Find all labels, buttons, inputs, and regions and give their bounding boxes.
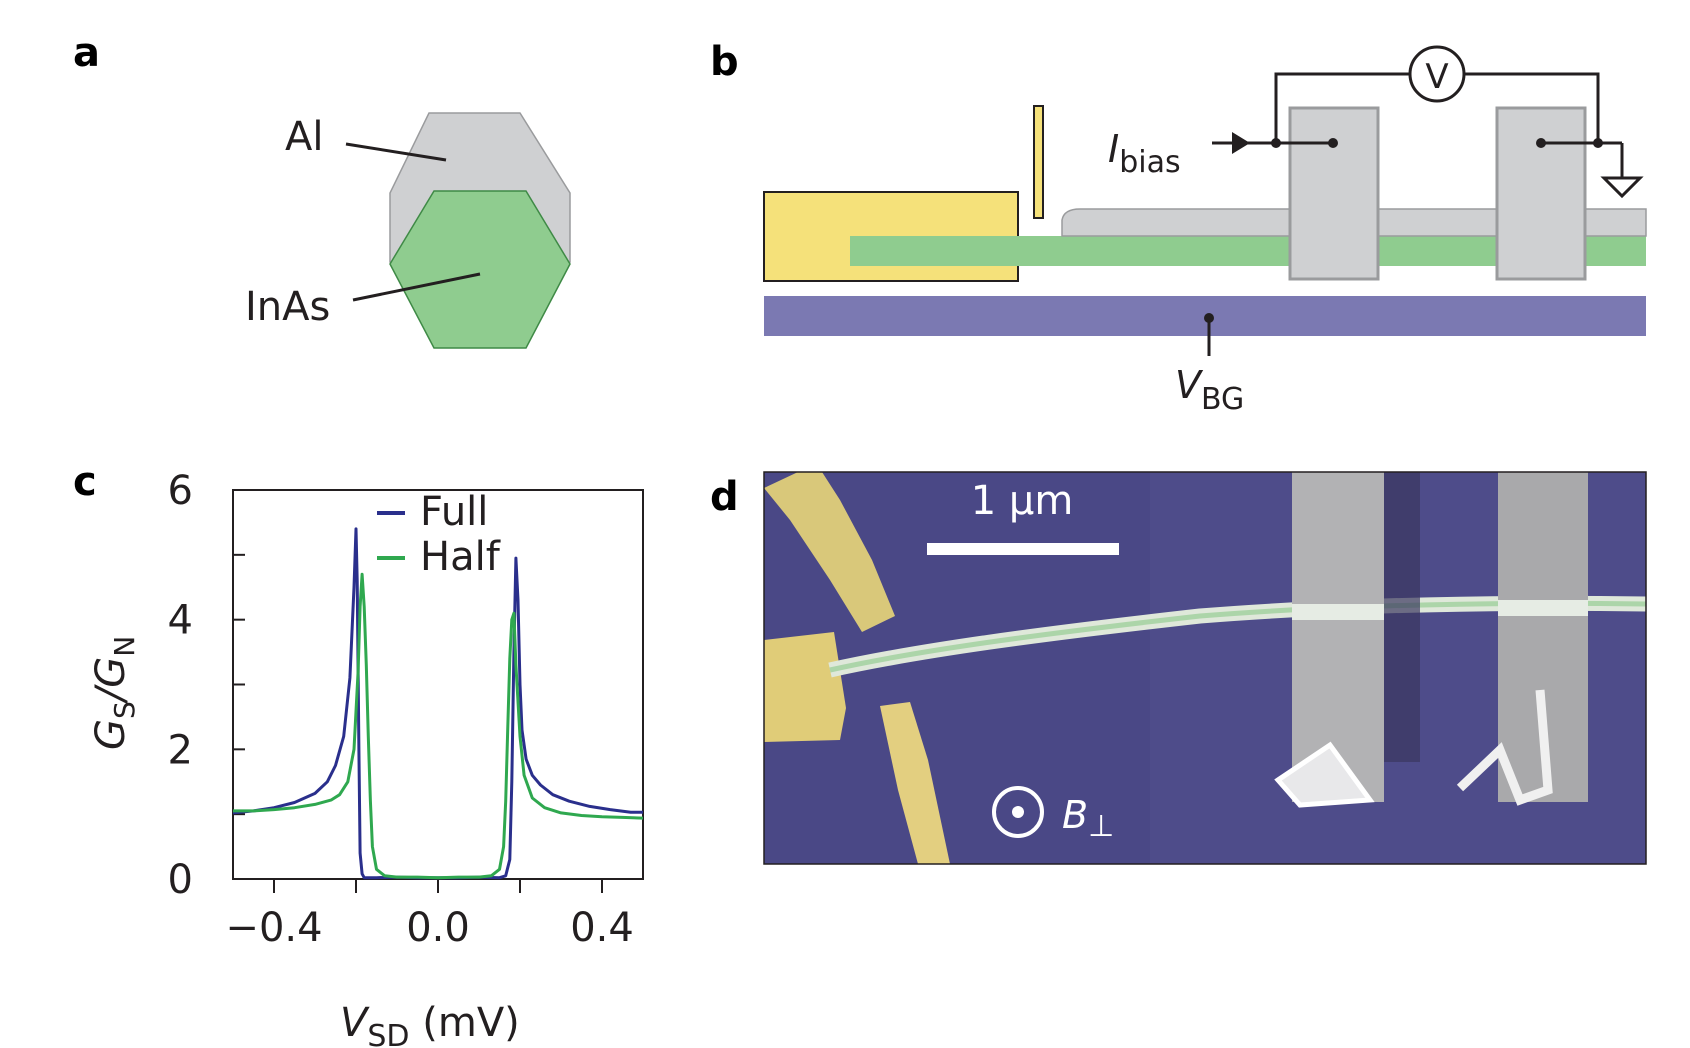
lead-right	[1495, 106, 1587, 281]
device-schematic	[763, 45, 1647, 356]
wire-crossing-right	[1498, 600, 1588, 616]
y-tick-label: 0	[168, 857, 193, 903]
series-line-half	[233, 572, 644, 880]
legend-label-full: Full	[420, 489, 488, 535]
voltmeter-label: V	[1425, 57, 1448, 97]
node-dot	[1593, 138, 1603, 148]
sem-lead-left	[1292, 472, 1384, 802]
inas-label: InAs	[245, 284, 330, 330]
y-axis-label: GS/GN	[88, 636, 141, 750]
panel-d-letter: d	[710, 474, 739, 520]
x-axis-label: VSD (mV)	[340, 1000, 520, 1048]
ibias-label: Ibias	[1108, 127, 1181, 180]
al-pointer	[345, 142, 447, 162]
gold-gate-lower	[880, 702, 950, 864]
node-dot	[1328, 138, 1338, 148]
inas-core	[389, 190, 571, 349]
legend-label-half: Half	[420, 534, 501, 580]
gold-contact-left	[764, 632, 846, 742]
series-line-full	[232, 527, 643, 880]
node-dot	[1204, 313, 1214, 323]
panel-c-letter: c	[73, 459, 97, 505]
ibias-arrow-icon	[1232, 132, 1250, 154]
field-direction-icon	[992, 786, 1044, 838]
sem-lead-left-tip	[1274, 741, 1375, 808]
sem-micrograph	[763, 471, 1647, 865]
nanowire-cross-section	[345, 112, 571, 349]
y-tick-label: 4	[168, 598, 193, 644]
sem-border	[763, 471, 1647, 865]
node-dot	[1271, 138, 1281, 148]
ground-icon	[1600, 176, 1644, 199]
gold-gate-upper	[764, 472, 895, 632]
scale-bar-label: 1 µm	[971, 478, 1074, 524]
x-tick-label: 0.4	[570, 905, 634, 951]
y-tick-label: 2	[168, 727, 193, 773]
y-tick-label: 6	[168, 468, 193, 514]
field-dot	[1012, 806, 1024, 818]
sem-lead-left-shadow	[1384, 472, 1420, 762]
sem-lead-right-tip	[1456, 689, 1553, 806]
scale-bar	[927, 543, 1119, 555]
lead-left	[1288, 106, 1380, 281]
vbg-label: VBG	[1175, 363, 1244, 417]
wire-crossing-left	[1292, 604, 1384, 620]
panel-b-letter: b	[710, 39, 739, 85]
node-dot	[1536, 138, 1546, 148]
al-label: Al	[285, 114, 323, 160]
gate-electrode	[1033, 105, 1044, 219]
panel-a-letter: a	[73, 30, 100, 76]
field-label: B⊥	[1062, 793, 1114, 844]
voltmeter-icon	[1408, 45, 1466, 103]
inas-pointer	[352, 272, 481, 302]
x-tick-label: 0.0	[406, 905, 470, 951]
x-tick-label: −0.4	[225, 905, 322, 951]
